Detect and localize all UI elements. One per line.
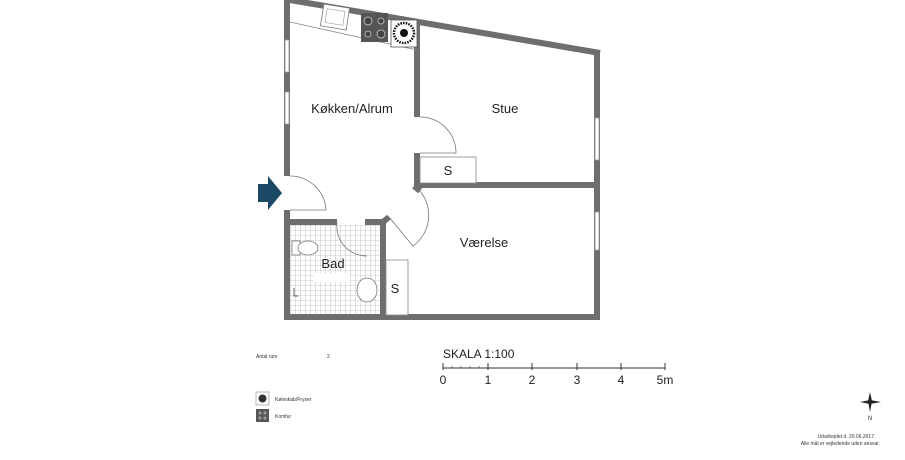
stove-legend-icon	[256, 409, 269, 422]
toilet-icon	[291, 240, 319, 256]
scale-tick-label: 0	[440, 373, 447, 387]
legend-fridge-freezer: Køleskab/Fryser	[255, 391, 312, 406]
storage-closet	[419, 156, 477, 184]
scale-tick-label: 4	[618, 373, 625, 387]
scale-tick-label: 5m	[657, 373, 674, 387]
footer-date: Udarbejdet d. 20.06.2017	[818, 434, 875, 440]
scale-tick-label: 1	[485, 373, 492, 387]
fridge-icon	[390, 19, 418, 48]
room-count-value: 2	[327, 354, 330, 360]
footer-disclaimer: Alle mål er vejledende uden ansvar.	[801, 440, 880, 447]
scale-tick-label: 3	[574, 373, 581, 387]
walls	[284, 0, 601, 320]
room-count-label: Antal rum	[256, 354, 277, 360]
room-label-storage: S	[391, 281, 400, 296]
shower-icon	[293, 288, 298, 297]
sink-icon	[319, 3, 351, 31]
entrance-arrow-icon	[258, 176, 282, 210]
room-label-storage: S	[444, 163, 453, 178]
compass-north-label: N	[868, 416, 872, 422]
legend-stove: Komfur	[256, 409, 291, 422]
bath-bench	[314, 273, 350, 282]
room-label-bath: Bad	[321, 256, 344, 271]
room-label-bedroom: Værelse	[460, 235, 508, 250]
stove-icon	[361, 13, 388, 42]
legend-label: Komfur	[275, 414, 291, 420]
room-label-living: Stue	[492, 101, 519, 116]
scale-title: SKALA 1:100	[443, 347, 515, 361]
scale-bar	[442, 363, 666, 370]
doors	[289, 116, 457, 257]
washbasin-icon	[356, 277, 378, 303]
compass-rose-icon	[860, 392, 881, 412]
windows	[284, 39, 600, 251]
room-label-kitchen: Køkken/Alrum	[311, 101, 393, 116]
storage-closet	[385, 259, 409, 316]
legend-label: Køleskab/Fryser	[275, 397, 312, 403]
scale-tick-label: 2	[529, 373, 536, 387]
